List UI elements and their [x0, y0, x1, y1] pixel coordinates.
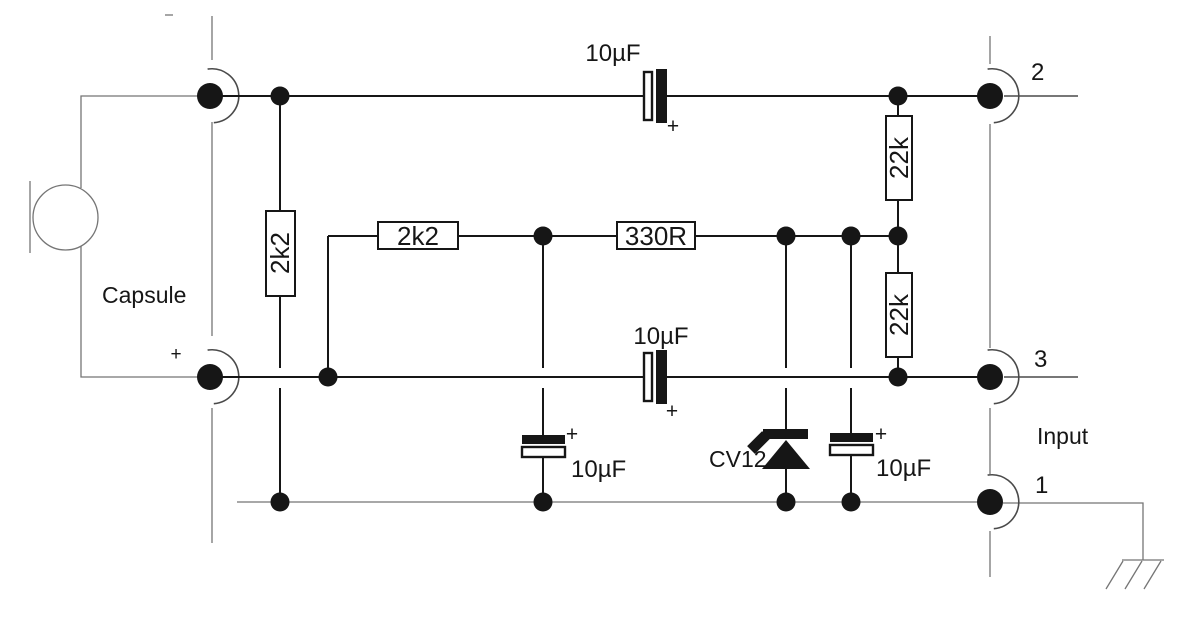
pin3-label: 3: [1034, 346, 1047, 373]
junction-dot: [270, 86, 290, 106]
capacitor-plate-negative: [642, 351, 654, 403]
resistor-body: [265, 210, 296, 297]
connector-pin-capsule-return: [197, 364, 223, 390]
resistor-body: [377, 221, 459, 250]
capacitor-value: 10µF: [876, 455, 931, 482]
junction-dot: [533, 492, 553, 512]
capacitor-plate-positive: [830, 433, 873, 442]
resistor-r3: 330R: [616, 221, 696, 251]
junction-dot: [533, 226, 553, 246]
resistor-r1: 2k2: [265, 210, 296, 297]
connector-pin-xlr3: [977, 364, 1003, 390]
junction-dot: [776, 492, 796, 512]
polarity-plus: +: [875, 423, 887, 446]
capacitor-value: 10µF: [571, 456, 626, 483]
junction-dot: [841, 226, 861, 246]
pin-arc-layer: [207, 67, 1078, 530]
pin-arc-xlr3: [987, 348, 1020, 405]
capacitor-c1: 10µF +: [585, 40, 679, 138]
junction-layer: [197, 83, 1003, 515]
capacitor-plate-negative: [520, 445, 567, 459]
capsule-circle: [32, 184, 99, 251]
capsule-wire-bottom: [80, 246, 200, 378]
polarity-plus: +: [566, 423, 578, 446]
resistor-r2: 2k2: [377, 221, 459, 251]
capacitor-c4: + 10µF: [828, 423, 931, 482]
resistor-value: 2k2: [397, 221, 439, 251]
thin-line-layer: [29, 14, 1164, 590]
capsule-wire-top: [80, 95, 200, 188]
pin2-label: 2: [1031, 59, 1044, 86]
resistor-r5: 22k: [884, 272, 914, 358]
resistor-body: [885, 272, 913, 358]
junction-dot: [841, 492, 861, 512]
capacitor-plate-negative: [828, 443, 875, 457]
capacitor-value: 10µF: [633, 323, 688, 350]
junction-dot: [888, 367, 908, 387]
capacitor-value: 10µF: [585, 40, 640, 67]
resistor-value: 22k: [884, 136, 914, 179]
pin-arc-xlr2: [987, 67, 1020, 124]
junction-dot: [776, 226, 796, 246]
resistor-body: [616, 221, 696, 250]
capacitor-plate-negative: [642, 70, 654, 122]
junction-dot: [888, 86, 908, 106]
polarity-plus: +: [666, 400, 678, 423]
junction-dot: [888, 226, 908, 246]
capacitor-plate-positive: [522, 435, 565, 444]
capacitor-c3: + 10µF: [520, 423, 626, 483]
zener-cathode-bend: [747, 431, 770, 454]
pin1-ground-wire: [1003, 502, 1144, 560]
capacitor-plate-positive: [656, 69, 667, 123]
zener-diode-cv12: CV12: [709, 429, 810, 472]
capacitor-c2: 10µF +: [633, 323, 688, 423]
diode-label: CV12: [709, 446, 767, 472]
resistor-value: 22k: [884, 293, 914, 336]
polarity-plus: +: [667, 115, 679, 138]
junction-dot: [318, 367, 338, 387]
pin1-label: 1: [1035, 472, 1048, 499]
connector-pin-xlr1: [977, 489, 1003, 515]
input-label: Input: [1037, 423, 1089, 449]
diode-triangle: [762, 440, 810, 469]
pin-arc-xlr1: [987, 473, 1020, 530]
capsule-label: Capsule: [102, 282, 186, 308]
zener-cathode-bar: [763, 429, 808, 439]
connector-pin-xlr2: [977, 83, 1003, 109]
resistor-value: 2k2: [265, 232, 295, 274]
ground-symbol: [1105, 559, 1164, 590]
pin-arc-capsule-hot: [207, 67, 240, 124]
resistor-body: [885, 115, 913, 201]
pin-arc-capsule-return: [207, 348, 240, 405]
resistor-r4: 22k: [884, 115, 914, 201]
resistor-value: 330R: [625, 221, 687, 251]
capacitor-plate-positive: [656, 350, 667, 404]
junction-dot: [270, 492, 290, 512]
capsule-polarity-plus: +: [170, 344, 181, 365]
connector-pin-capsule-hot: [197, 83, 223, 109]
